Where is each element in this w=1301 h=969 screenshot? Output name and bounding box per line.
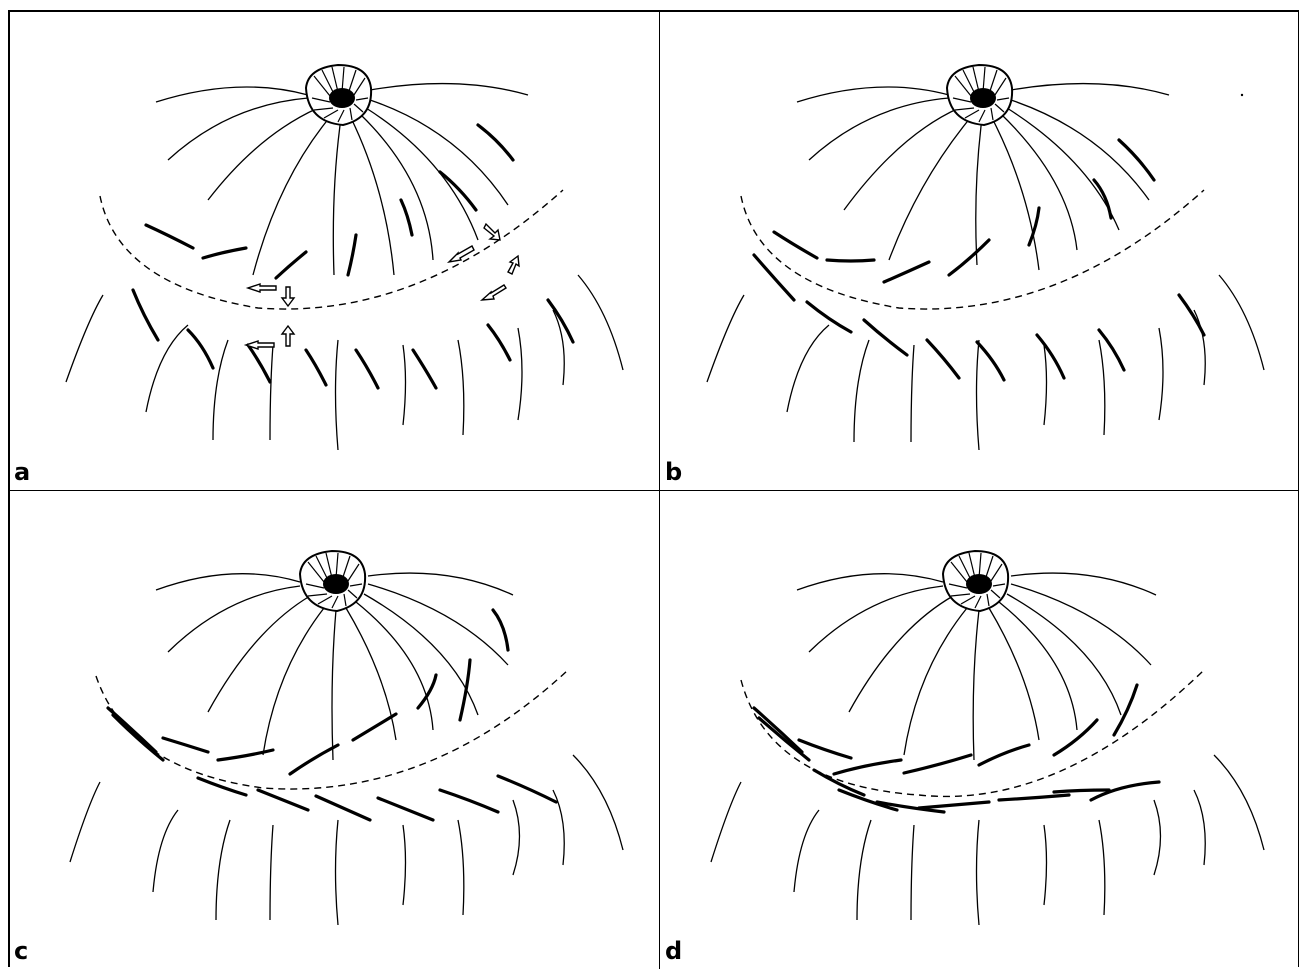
- panel-a-drawing: [8, 10, 659, 490]
- equator-dashed-line: [741, 190, 1204, 309]
- panel-label: d: [665, 939, 682, 963]
- panel-b-drawing: [659, 10, 1299, 490]
- panel-c: c: [8, 490, 659, 969]
- panel-d-drawing: [659, 490, 1299, 969]
- panel-c-drawing: [8, 490, 659, 969]
- upper-thick-segments: [799, 685, 1159, 800]
- spindle-pole: [306, 65, 371, 125]
- panel-a: a: [8, 10, 659, 490]
- lower-thick-segments: [133, 290, 573, 388]
- panel-label: b: [665, 460, 682, 484]
- spindle-pole: [300, 551, 365, 611]
- lower-thin-fibres: [66, 275, 623, 450]
- force-arrows: [246, 224, 519, 349]
- spindle-pole: [947, 65, 1012, 125]
- panel-label: c: [14, 939, 28, 963]
- speck-mark: [1241, 94, 1243, 96]
- panel-d: d: [659, 490, 1299, 969]
- spindle-pole: [943, 551, 1008, 611]
- upper-thick-segments: [774, 140, 1154, 282]
- lower-thin-fibres: [707, 275, 1264, 450]
- lower-thin-fibres: [711, 755, 1264, 925]
- panel-b: b: [659, 10, 1299, 490]
- panel-label: a: [14, 460, 30, 484]
- lower-thick-segments: [754, 255, 1204, 380]
- horizontal-divider: [8, 490, 1299, 491]
- lower-thin-fibres: [70, 755, 623, 925]
